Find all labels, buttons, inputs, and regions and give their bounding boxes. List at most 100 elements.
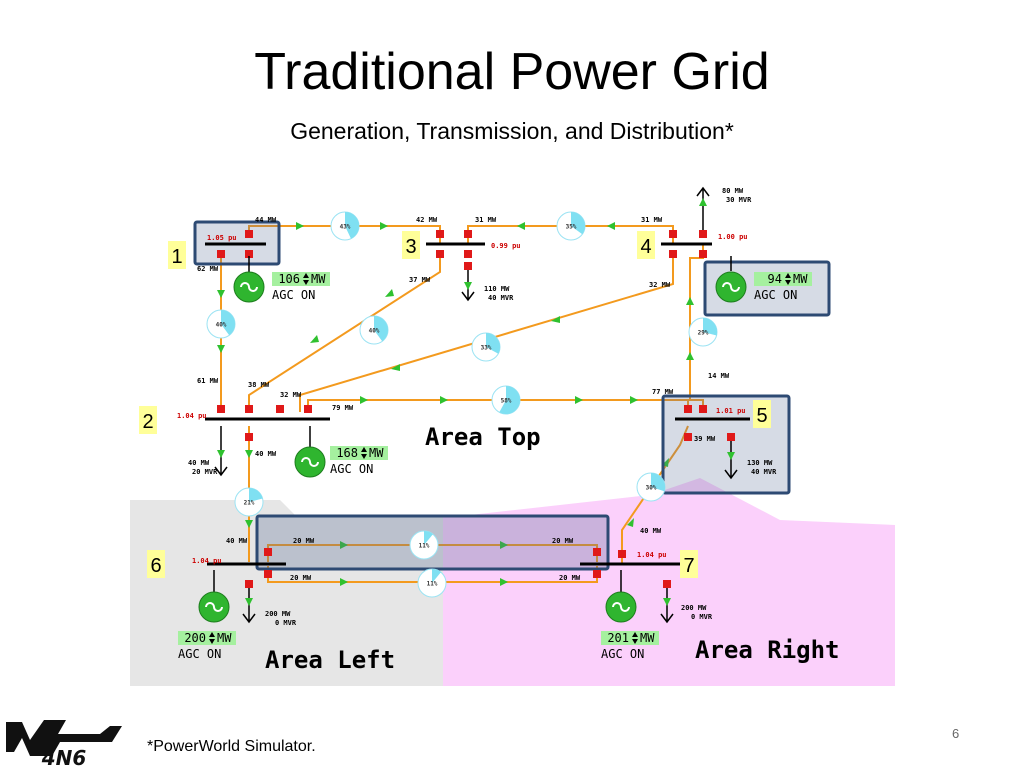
line-loading-pie: 30% (636, 472, 666, 502)
bus-number-bg (680, 550, 698, 578)
breaker (684, 405, 692, 413)
breaker (618, 550, 626, 558)
breaker (699, 250, 707, 258)
flow-arrow (245, 598, 253, 606)
flow-label: 62 MW (197, 265, 219, 273)
4n6-logo: 4N6 (0, 712, 128, 768)
breaker (464, 230, 472, 238)
breaker (436, 230, 444, 238)
bus-voltage: 1.05 pu (207, 234, 237, 242)
generator-mw-value: 94 (768, 272, 782, 286)
area-left-label: Area Left (265, 646, 395, 674)
generator-stepper-icon[interactable] (785, 273, 791, 278)
pie-fill (374, 316, 388, 342)
pie-fill (424, 531, 433, 545)
flow-label: 20 MW (559, 574, 581, 582)
breaker (245, 250, 253, 258)
flow-arrow (310, 335, 319, 343)
generator-stepper-icon[interactable] (361, 454, 367, 459)
flow-arrow (575, 396, 583, 404)
generator-stepper-icon[interactable] (632, 639, 638, 644)
breaker (245, 230, 253, 238)
loading-label: 33% (481, 345, 492, 352)
loading-label: 29% (698, 330, 709, 337)
generator-stepper-icon[interactable] (785, 280, 791, 285)
flow-label: 40 MW (640, 527, 662, 535)
flow-label: 79 MW (332, 404, 354, 412)
generator-agc-status: AGC ON (272, 288, 315, 302)
bus-number-bg (139, 406, 157, 434)
load-mw: 110 MW (484, 285, 510, 293)
flow-label: 37 MW (409, 276, 431, 284)
flow-arrow (380, 222, 388, 230)
flow-arrow (699, 198, 707, 206)
load-mvr: 0 MVR (691, 613, 713, 621)
area-right-label: Area Right (695, 636, 840, 664)
breaker (276, 405, 284, 413)
bus-voltage: 1.04 pu (637, 551, 667, 559)
generator-stepper-icon[interactable] (361, 447, 367, 452)
load-mvr: 40 MVR (751, 468, 777, 476)
breaker (436, 250, 444, 258)
pie-fill (703, 317, 718, 336)
flow-label: 61 MW (197, 377, 219, 385)
generator-stepper-icon[interactable] (209, 639, 215, 644)
pie-fill (651, 473, 665, 492)
bus-number-bg (402, 231, 420, 259)
loading-label: 35% (566, 224, 577, 231)
flow-label: 40 MW (226, 537, 248, 545)
flow-arrow (500, 541, 508, 549)
breaker (699, 405, 707, 413)
breaker (245, 405, 253, 413)
generator-stepper-icon[interactable] (303, 280, 309, 285)
flow-arrow (245, 450, 253, 458)
flow-label: 20 MW (290, 574, 312, 582)
bus-number-badge: 7 (680, 550, 698, 578)
slide-title: Traditional Power Grid (254, 43, 770, 101)
flow-arrow (245, 520, 253, 528)
generator-stepper-icon[interactable] (209, 632, 215, 637)
bus-voltage: 1.01 pu (716, 407, 746, 415)
loading-label: 58% (501, 398, 512, 405)
bus-voltage: 1.04 pu (177, 412, 207, 420)
generator-symbol (301, 457, 319, 467)
flow-label: 32 MW (649, 281, 671, 289)
generator-mw-value: 106 (278, 272, 300, 286)
load-mvr: 0 MVR (275, 619, 297, 627)
bus-number: 1 (171, 246, 182, 268)
breaker (245, 580, 253, 588)
generator-stepper-icon[interactable] (632, 632, 638, 637)
load-mw: 80 MW (722, 187, 744, 195)
footnote: *PowerWorld Simulator. (147, 738, 316, 755)
bus-number: 5 (756, 405, 767, 427)
breaker (304, 405, 312, 413)
line-loading-pie: 40% (206, 309, 236, 339)
bus-number: 3 (405, 236, 416, 258)
generator-stepper-icon[interactable] (303, 273, 309, 278)
load-mvr: 20 MVR (192, 468, 218, 476)
flow-label: 20 MW (552, 537, 574, 545)
flow-label: 44 MW (255, 216, 277, 224)
bus-voltage: 0.99 pu (491, 242, 521, 250)
bus-voltage: 1.04 pu (192, 557, 222, 565)
flow-arrow (500, 578, 508, 586)
breaker (669, 230, 677, 238)
bus-bars (205, 242, 750, 566)
pie-fill (499, 386, 520, 414)
bus-number-bg (147, 550, 165, 578)
generator-mw-box (601, 631, 659, 645)
generator-mw-box (330, 446, 388, 460)
flow-arrow (340, 541, 348, 549)
breaker (663, 580, 671, 588)
bus-number: 6 (150, 555, 161, 577)
breaker (264, 570, 272, 578)
flow-arrow (385, 289, 394, 297)
line-loading-pie: 43% (330, 211, 360, 241)
area-top-label: Area Top (425, 423, 541, 451)
generator-agc-status: AGC ON (601, 647, 644, 661)
flow-label: 32 MW (280, 391, 302, 399)
flow-arrow (607, 222, 615, 230)
